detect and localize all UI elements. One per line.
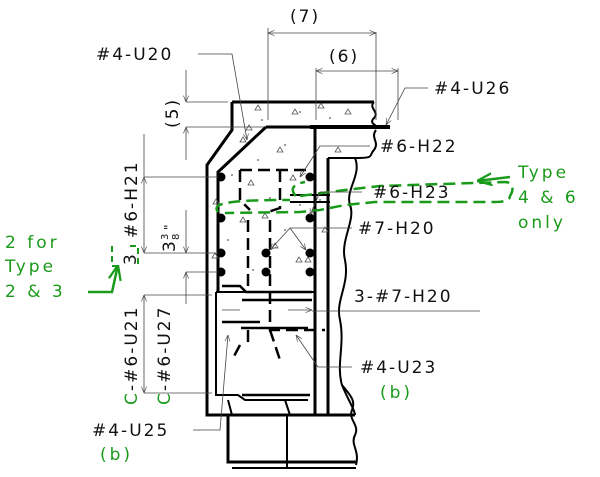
dim-7-label: (7): [290, 7, 320, 27]
label-6-h23: #6-H23: [373, 183, 451, 203]
label-7-h20: #7-H20: [358, 219, 436, 239]
label-4-u26: #4-U26: [434, 79, 511, 99]
dim-5-label: (5): [163, 98, 183, 128]
note-type23-line1: 2 for: [5, 233, 60, 253]
dim-3-3-8-num: 3: [160, 234, 171, 240]
labels: (7) (6) (5) #4-U20 #4-U26 #6-H22 #6-H23 …: [4, 7, 579, 465]
dim-3-3-8-whole: 3: [160, 239, 180, 252]
label-3-7-h20: 3-#7-H20: [354, 287, 453, 307]
label-4-u20: #4-U20: [96, 45, 173, 65]
note-type46-line1: Type: [517, 163, 569, 183]
dim-3-3-8-unit: ": [162, 222, 176, 230]
dim-6-label: (6): [329, 47, 359, 67]
label-6-h22: #6-H22: [380, 137, 458, 157]
note-type46-line2: 4 & 6: [518, 188, 579, 208]
label-4-u23: #4-U23: [360, 358, 437, 378]
concrete-aggregate: [211, 102, 352, 271]
reinforcement-bars: [222, 168, 330, 397]
u21-prefix: C: [122, 390, 142, 405]
dim-3-3-8-label: 3 3 8 ": [160, 222, 182, 252]
dimension-lines: [144, 28, 399, 394]
rebar-dots: [216, 172, 315, 277]
label-6-u27: -#6-U27: [155, 306, 175, 391]
note-type46-line3: only: [518, 213, 566, 233]
note-type23-line2: Type: [4, 257, 56, 277]
label-6-u27-group: C -#6-U27: [155, 306, 175, 405]
note-type23-line3: 2 & 3: [5, 282, 66, 302]
u27-prefix: C: [155, 390, 175, 405]
label-6-u21: -#6-U21: [122, 306, 142, 391]
note-u25-b: (b): [100, 445, 133, 465]
leader-lines: [193, 53, 480, 431]
dim-3-3-8-den: 8: [171, 234, 182, 240]
label-6-u21-group: C -#6-U21: [122, 306, 142, 405]
label-6-h21: #6-H21: [122, 160, 142, 238]
concrete-outline: [205, 100, 390, 469]
label-4-u25: #4-U25: [92, 421, 169, 441]
note-u23-b: (b): [380, 383, 413, 403]
annotation-arrows: [88, 177, 511, 294]
type46-highlight: [215, 180, 514, 215]
dim-3-label: 3: [121, 252, 141, 265]
